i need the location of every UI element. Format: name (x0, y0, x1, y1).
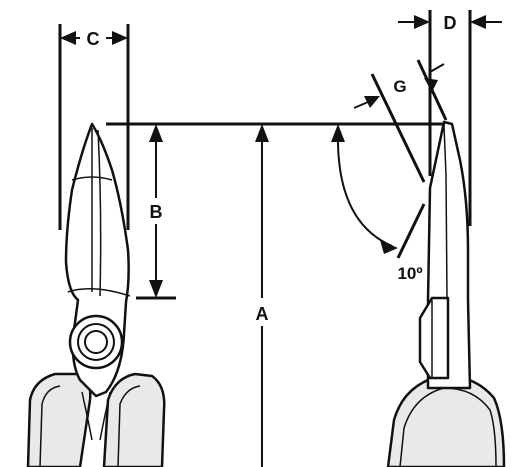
front-view (26, 122, 166, 467)
label-g: G (393, 77, 406, 96)
label-c: C (87, 29, 100, 49)
dim-a-arrow (255, 124, 269, 142)
dim-d-arrow-left (414, 15, 430, 29)
left-grip (26, 372, 92, 467)
label-angle: 10º (397, 264, 422, 283)
side-blade-bevel (443, 125, 448, 299)
dim-g-leader-left (353, 101, 369, 109)
dim-b-arrow-top (149, 124, 163, 142)
dimension-lines (58, 10, 502, 467)
dim-g-arrow-left (364, 96, 380, 108)
pivot-inner (84, 330, 108, 354)
label-a: A (256, 304, 269, 324)
angle-arrow-bottom (380, 240, 398, 254)
dim-b-arrow-bottom (149, 280, 163, 298)
jaw-facet-line (71, 176, 113, 181)
angle-arc (336, 131, 393, 247)
grip-inner-line (39, 385, 141, 467)
dim-g-arrow-right (424, 78, 438, 92)
dim-c-arrow-left (60, 31, 76, 45)
dim-g-extension-outer (370, 73, 426, 183)
jaw-shoulder (67, 288, 131, 297)
handle-neck (81, 391, 111, 441)
jaw-bevel-line (97, 129, 102, 297)
dim-d-arrow-right (470, 15, 486, 29)
angle-arrow-top (331, 124, 345, 142)
dim-g-leader-right (429, 63, 445, 73)
label-d: D (444, 13, 457, 33)
side-view (386, 120, 506, 467)
label-b: B (150, 202, 163, 222)
dim-c-arrow-right (112, 31, 128, 45)
angle-reference-line (396, 203, 426, 259)
side-hinge-block (418, 296, 450, 380)
dimension-labels: C D G B A 10º (87, 13, 457, 324)
side-grip-inner (399, 387, 497, 467)
side-grip (386, 374, 506, 467)
